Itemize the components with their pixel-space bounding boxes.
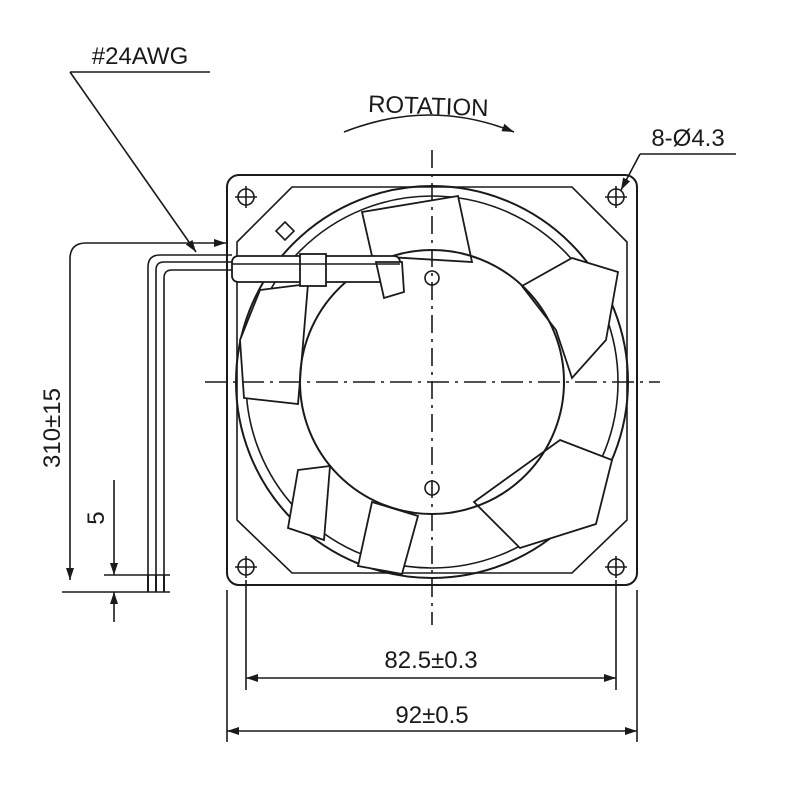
rotation-label: ROTATION (368, 91, 489, 122)
frame-size-label: 92±0.5 (395, 702, 468, 729)
frame-size-dimension: 92±0.5 (226, 590, 638, 742)
strip-length-label: 5 (83, 511, 110, 524)
rotation-indicator: ROTATION (343, 91, 515, 133)
fan-blades (239, 194, 620, 576)
wire-channel-spoke (231, 253, 405, 300)
wire-gauge-label: #24AWG (92, 43, 188, 70)
wire-gauge-callout: #24AWG (69, 43, 210, 253)
strip-length-dimension: 5 (83, 480, 170, 622)
polarity-diamond-mark (274, 220, 296, 242)
hole-pitch-dimension: 82.5±0.3 (245, 580, 617, 690)
mounting-holes (235, 186, 627, 578)
hole-spec-label: 8-Ø4.3 (651, 125, 724, 152)
lead-length-dimension: 310±15 (39, 239, 226, 593)
hole-spec-callout: 8-Ø4.3 (620, 125, 736, 191)
lead-wires (147, 254, 232, 592)
hole-pitch-label: 82.5±0.3 (384, 647, 477, 674)
lead-length-label: 310±15 (39, 388, 66, 468)
